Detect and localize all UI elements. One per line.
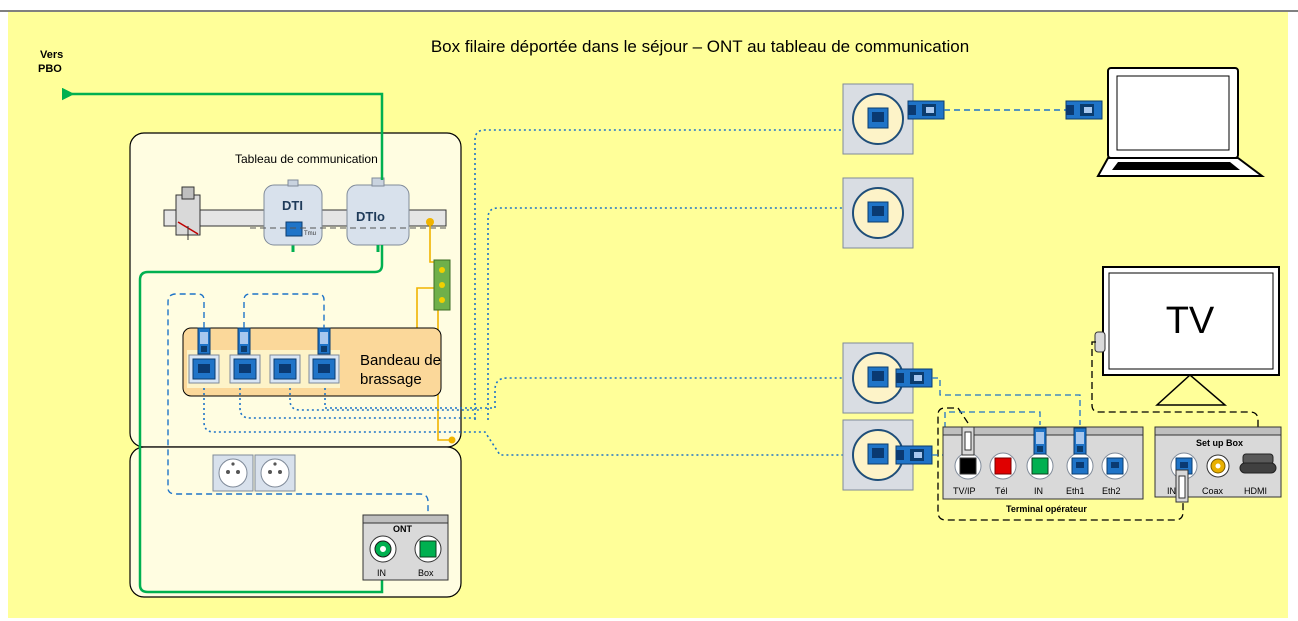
dti-socket-icon	[285, 221, 303, 237]
ont-box-label: Box	[418, 568, 434, 578]
socket-1-plug	[907, 100, 945, 120]
wall-socket-1[interactable]	[842, 83, 914, 155]
tv-hdmi-cord	[1091, 341, 1259, 455]
power-outlet-icon	[212, 454, 296, 492]
fiber-line-to-ont	[138, 245, 384, 594]
terminal-port-tel[interactable]	[994, 457, 1012, 475]
vers-pbo-label-2: PBO	[38, 63, 62, 75]
patch-cord-ont	[167, 293, 429, 530]
terminal-port-label-3: IN	[1034, 486, 1043, 496]
tv-icon[interactable]	[1094, 266, 1280, 406]
cable-p3	[289, 388, 482, 411]
eth1-cord	[932, 377, 1081, 425]
setup-title: Set up Box	[1196, 438, 1243, 448]
terminal-title: Terminal opérateur	[1006, 504, 1087, 514]
dtio-module	[346, 177, 410, 252]
dti-small-label: Tmu	[304, 231, 316, 237]
laptop-plug	[1065, 100, 1103, 120]
ont-in-label: IN	[377, 568, 386, 578]
setup-port-label-1: IN	[1167, 486, 1176, 496]
terminal-port-eth1[interactable]	[1066, 452, 1094, 480]
socket-3-plug	[895, 368, 933, 388]
tableau-label: Tableau de communication	[235, 152, 378, 166]
setup-port-label-3: HDMI	[1244, 486, 1267, 496]
terminal-port-in[interactable]	[1031, 457, 1049, 475]
terminal-port-tvip[interactable]	[959, 457, 977, 475]
fiber-line-top	[62, 87, 384, 180]
bandeau-label-2: brassage	[360, 371, 422, 388]
setup-port-label-2: Coax	[1202, 486, 1224, 496]
cable-to-socket-4	[203, 388, 845, 456]
setup-box	[1154, 426, 1282, 503]
terminal-port-label-1: TV/IP	[953, 486, 976, 496]
socket-4-plug	[895, 445, 933, 465]
coax-splitter-icon	[433, 259, 451, 311]
ont-box-port[interactable]	[419, 540, 437, 558]
patch-port-1[interactable]	[188, 354, 220, 384]
cable-to-socket-1	[474, 129, 845, 420]
laptop-icon[interactable]	[1096, 67, 1265, 177]
patch-port-4[interactable]	[308, 354, 340, 384]
terminal-dashed-frame	[937, 407, 1184, 521]
dtio-label: DTIo	[356, 209, 385, 224]
diagram-title: Box filaire déportée dans le séjour – ON…	[431, 37, 969, 56]
hdmi-port-icon[interactable]	[1239, 453, 1277, 474]
patch-plug-2	[237, 327, 251, 355]
terminal-port-label-4: Eth1	[1066, 486, 1085, 496]
patch-plug-1	[197, 327, 211, 355]
patch-plug-3	[317, 327, 331, 355]
bandeau-label-1: Bandeau de	[360, 352, 441, 369]
ont-title: ONT	[393, 524, 413, 534]
tv-label: TV	[1166, 300, 1215, 342]
in-cord	[932, 411, 1041, 456]
terminal-port-label-5: Eth2	[1102, 486, 1121, 496]
patch-port-2[interactable]	[229, 354, 261, 384]
vers-pbo-label-1: Vers	[40, 49, 63, 61]
patch-port-3[interactable]	[269, 354, 301, 384]
terminal-port-eth2[interactable]	[1101, 452, 1129, 480]
dti-label: DTI	[282, 198, 303, 213]
cable-to-socket-2	[487, 207, 845, 420]
cable-p2	[239, 388, 478, 419]
patch-cord-23	[243, 293, 325, 328]
terminal-port-label-2: Tél	[995, 486, 1008, 496]
dti-module	[263, 179, 323, 252]
terminal-box	[942, 426, 1144, 500]
cable-to-socket-3	[324, 377, 845, 409]
wall-socket-2[interactable]	[842, 177, 914, 249]
ont-box	[362, 514, 449, 581]
